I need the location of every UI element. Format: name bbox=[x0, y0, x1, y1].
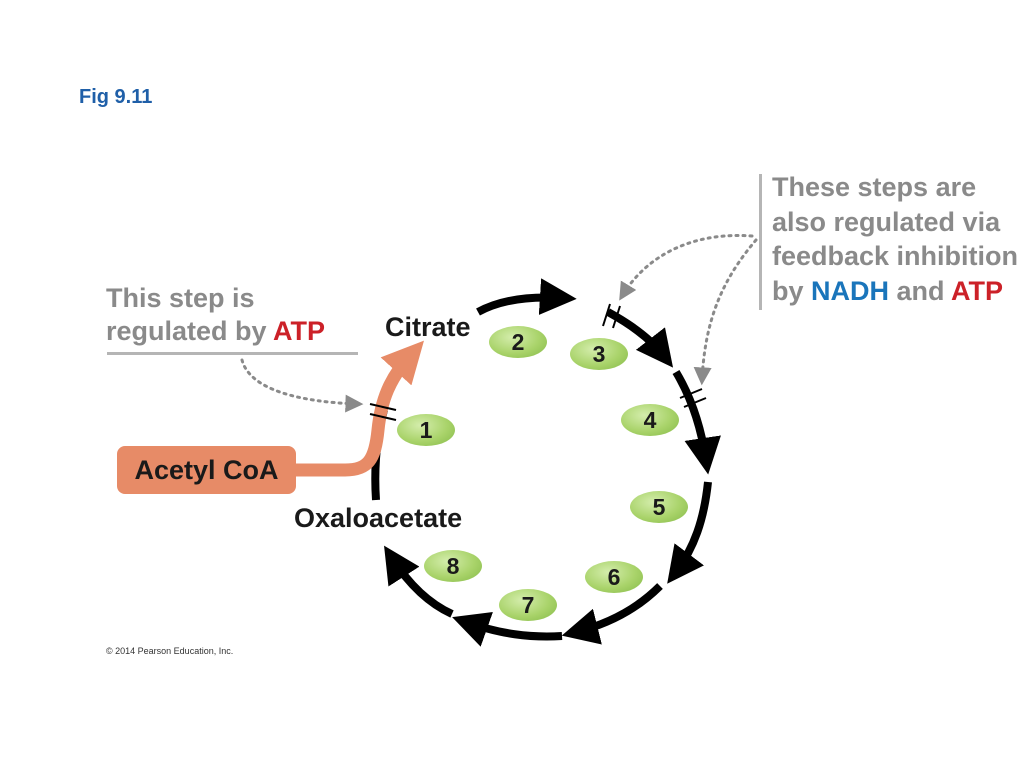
acetyl-coa-box: Acetyl CoA bbox=[117, 446, 296, 494]
step-badge-2: 2 bbox=[489, 326, 547, 358]
regulation-arrows bbox=[240, 233, 758, 413]
inhibition-mark-step1-a bbox=[369, 403, 397, 411]
inhibition-mark-step3-a bbox=[602, 303, 611, 327]
cycle-arc-7 bbox=[452, 611, 563, 647]
callout-right-bar bbox=[759, 174, 762, 310]
cycle-arc-2 bbox=[476, 278, 577, 316]
callout-left-line2: regulated by ATP bbox=[106, 315, 325, 348]
atp-label-right: ATP bbox=[951, 275, 1004, 306]
step-badge-3: 3 bbox=[570, 338, 628, 370]
inhibition-mark-step4-a bbox=[679, 388, 703, 399]
atp-regulation-callout: This step is regulated by ATP bbox=[106, 282, 325, 348]
cycle-arc-5 bbox=[667, 481, 712, 584]
inhibition-mark-step3-b bbox=[612, 305, 621, 329]
step-badge-4: 4 bbox=[621, 404, 679, 436]
feedback-inhibition-callout: These steps are also regulated via feedb… bbox=[772, 170, 1018, 308]
cycle-arc-8 bbox=[384, 545, 454, 618]
step-badge-6: 6 bbox=[585, 561, 643, 593]
figure-label: Fig 9.11 bbox=[79, 86, 153, 108]
callout-right-line3: feedback inhibition bbox=[772, 241, 1019, 271]
oxaloacetate-label: Oxaloacetate bbox=[294, 503, 463, 533]
inhibition-marks bbox=[369, 303, 707, 421]
atp-regulation-arrow bbox=[240, 358, 364, 413]
cycle-arc-3 bbox=[606, 308, 674, 368]
callout-right-line2: also regulated via bbox=[772, 206, 1001, 237]
feedback-arrow-step3 bbox=[619, 233, 754, 301]
callout-right-line1: These steps are bbox=[772, 172, 977, 202]
inhibition-mark-step4-b bbox=[683, 397, 707, 408]
citrate-label: Citrate bbox=[385, 312, 471, 342]
inhibition-mark-step1-b bbox=[369, 413, 397, 421]
step-badge-7: 7 bbox=[499, 589, 557, 621]
copyright-notice: © 2014 Pearson Education, Inc. bbox=[106, 646, 234, 656]
feedback-arrow-step4 bbox=[693, 238, 758, 386]
atp-label-left: ATP bbox=[273, 316, 326, 346]
callout-left-rule bbox=[107, 352, 358, 355]
callout-right-line4-mid: and bbox=[889, 275, 952, 306]
step-badge-5: 5 bbox=[630, 491, 688, 523]
cycle-arc-6 bbox=[561, 583, 663, 645]
callout-right-line4: by NADH and ATP bbox=[772, 274, 1018, 309]
step-badge-8: 8 bbox=[424, 550, 482, 582]
acetyl-coa-entry-arrow bbox=[294, 340, 424, 477]
nadh-label: NADH bbox=[811, 275, 890, 306]
callout-right-line4-prefix: by bbox=[772, 275, 812, 306]
callout-left-line2-prefix: regulated by bbox=[106, 316, 274, 346]
cycle-arc-4 bbox=[672, 369, 721, 475]
step-badge-1: 1 bbox=[397, 414, 455, 446]
cycle-arrows bbox=[371, 278, 721, 647]
callout-left-line1: This step is bbox=[106, 283, 255, 313]
